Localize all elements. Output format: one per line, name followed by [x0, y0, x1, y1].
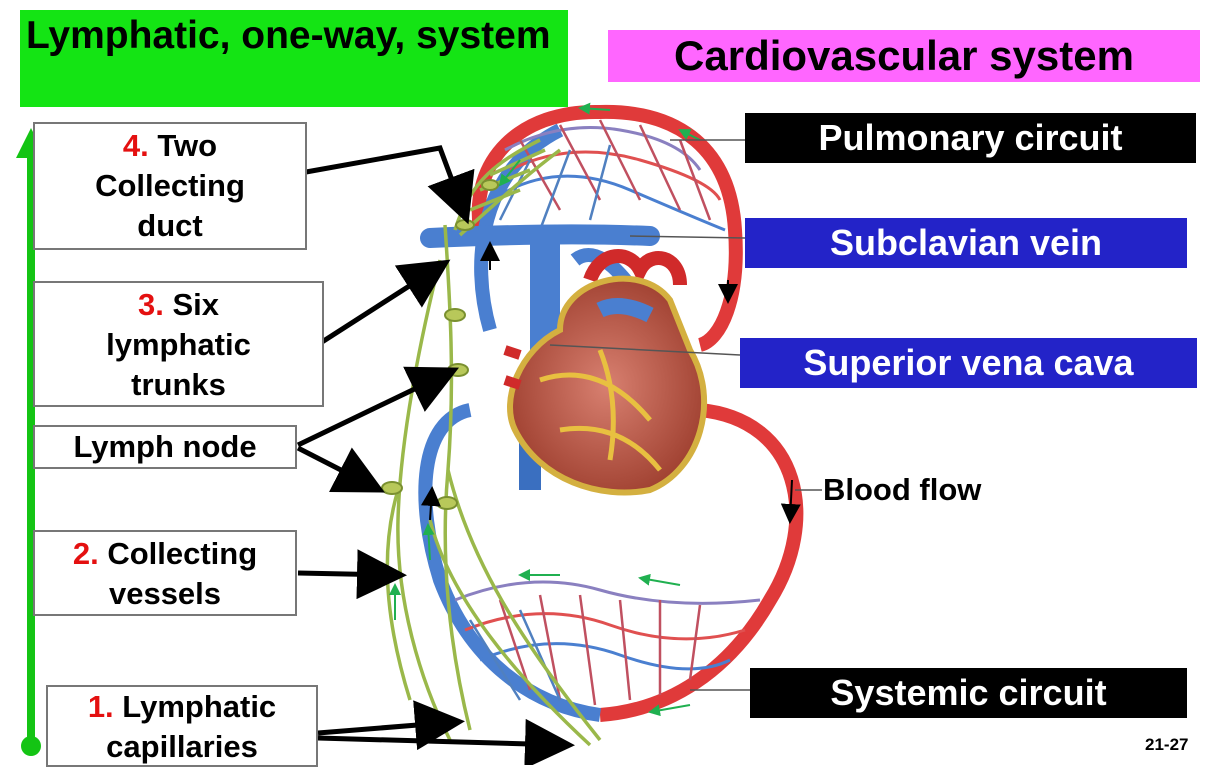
step-2-number: 2.: [73, 536, 99, 571]
step-1-text-b: capillaries: [48, 727, 316, 767]
step-3-text-c: trunks: [35, 365, 322, 405]
pulmonary-circuit-label: Pulmonary circuit: [745, 113, 1196, 163]
subclavian-vein-text: Subclavian vein: [830, 222, 1102, 264]
slide-number: 21-27: [1145, 735, 1188, 755]
lymph-node-box: Lymph node: [33, 425, 297, 469]
step-1-box: 1. Lymphatic capillaries: [46, 685, 318, 767]
step-4-text-a: Two: [157, 128, 217, 163]
pulmonary-circuit-text: Pulmonary circuit: [818, 117, 1122, 159]
lymph-node-label: Lymph node: [73, 429, 256, 464]
lymphatic-title: Lymphatic, one-way, system: [20, 10, 568, 107]
step-3-box: 3. Six lymphatic trunks: [33, 281, 324, 407]
blood-flow-label: Blood flow: [823, 472, 981, 508]
blood-flow-text: Blood flow: [823, 472, 981, 507]
superior-vena-cava-label: Superior vena cava: [740, 338, 1197, 388]
step-4-text-b: Collecting: [35, 166, 305, 206]
step-2-box: 2. Collecting vessels: [33, 530, 297, 616]
step-3-text-b: lymphatic: [35, 325, 322, 365]
step-4-box: 4. Two Collecting duct: [33, 122, 307, 250]
systemic-circuit-label: Systemic circuit: [750, 668, 1187, 718]
step-4-text-c: duct: [35, 206, 305, 246]
step-3-text-a: Six: [172, 287, 219, 322]
cardiovascular-title: Cardiovascular system: [608, 30, 1200, 82]
step-2-text-b: vessels: [35, 574, 295, 614]
subclavian-vein-label: Subclavian vein: [745, 218, 1187, 268]
step-1-text-a: Lymphatic: [122, 689, 276, 724]
step-4-number: 4.: [123, 128, 149, 163]
step-3-number: 3.: [138, 287, 164, 322]
systemic-circuit-text: Systemic circuit: [830, 672, 1106, 714]
cardiovascular-title-text: Cardiovascular system: [674, 32, 1134, 80]
superior-vena-cava-text: Superior vena cava: [803, 342, 1133, 384]
step-2-text-a: Collecting: [107, 536, 257, 571]
step-1-number: 1.: [88, 689, 114, 724]
slide-number-text: 21-27: [1145, 735, 1188, 754]
lymphatic-title-text: Lymphatic, one-way, system: [26, 14, 551, 57]
